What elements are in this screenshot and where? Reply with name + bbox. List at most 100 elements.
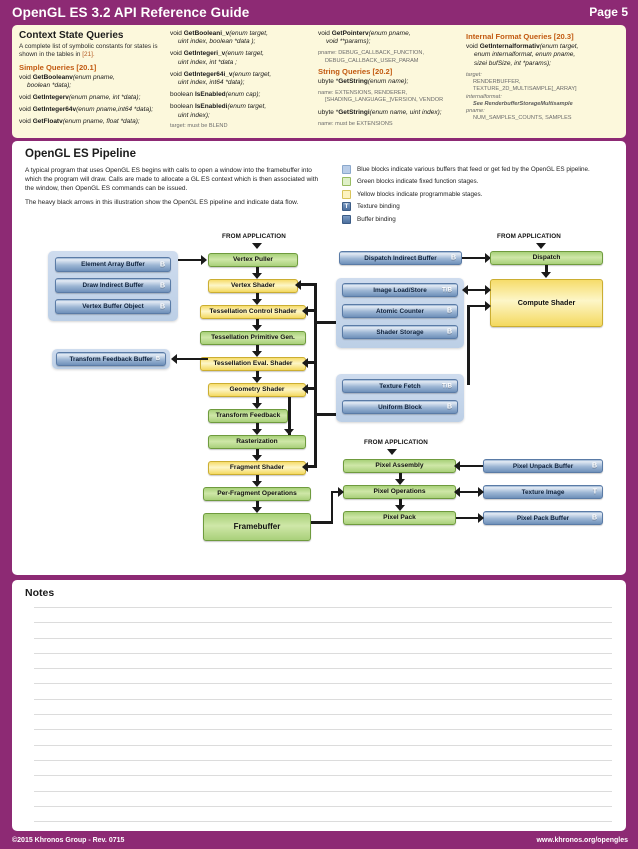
notes-line [34, 683, 612, 685]
stage-per-fragment-operations: Per-Fragment Operations [203, 487, 311, 501]
flow-arrow [398, 473, 402, 481]
arrow-head [252, 351, 262, 357]
fn-getbooleanv: void GetBooleanv(enum pname,boolean *dat… [19, 74, 158, 91]
connector [330, 490, 341, 493]
connector [311, 521, 333, 524]
connector [314, 413, 350, 416]
note-internal-value: See RenderbufferStorageMultisample [473, 100, 573, 107]
note-label: pname: DEBUG_CALLBACK_FUNCTION, [318, 50, 425, 57]
fn-args: (enum name); [367, 78, 409, 86]
buffer-texture-fetch: Texture Fetch T/B [342, 379, 458, 393]
fn-name: IsEnabled [194, 91, 226, 99]
note-label: name: EXTENSIONS, RENDERER, [318, 90, 408, 97]
notes-lines-area[interactable] [34, 607, 612, 831]
buffer-atomic-counter: Atomic Counter B [342, 304, 458, 318]
flow-arrow [255, 423, 259, 431]
string-queries-label: String Queries [318, 67, 371, 77]
fn-name: GetIntegerv [32, 94, 69, 102]
arrow-head [454, 487, 460, 497]
fn-getintegerv: void GetIntegerv(enum pname, int *data); [19, 94, 158, 102]
isenabledi-note: target: must be BLEND [170, 123, 228, 130]
note-pname-label: pname: [466, 108, 485, 115]
buffer-binding-tag: B [591, 462, 597, 470]
buffer-label: Dispatch Indirect Buffer [364, 254, 437, 262]
fn-name: GetInteger64i_v [183, 70, 233, 78]
reference-panel: Context State Queries A complete list of… [12, 25, 626, 138]
fn-args: (enum pname, int *data); [68, 94, 141, 102]
fn-args: (enum cap); [225, 91, 261, 99]
stage-geometry-shader: Geometry Shader [208, 383, 306, 397]
buffer-label: Vertex Buffer Object [82, 303, 144, 310]
fn-args-cont: uint index, int64 *data); [178, 79, 245, 87]
stage-tessellation-primitive-gen: Tessellation Primitive Gen. [200, 331, 306, 345]
arrow-head [485, 301, 491, 311]
fn-name: GetInternalformativ [479, 43, 540, 50]
fn-getstring: ubyte *GetString(enum name); [318, 78, 454, 86]
buffer-element-array: Element Array Buffer B [55, 257, 171, 272]
arrow-head [462, 285, 468, 295]
arrow-head [485, 285, 491, 295]
flow-arrow [255, 293, 259, 301]
fn-getinteger64v: void GetInteger64v(enum pname,int64 *dat… [19, 106, 158, 114]
notes-line [34, 698, 612, 700]
notes-line [34, 607, 612, 608]
arrow-head [478, 487, 484, 497]
legend-item-yellow: Yellow blocks indicate programmable stag… [342, 188, 590, 201]
connector [288, 397, 291, 435]
fn-args: (enum pname,int64 *data); [76, 106, 154, 114]
fn-return: void [170, 50, 184, 58]
fn-return: void [170, 70, 184, 78]
pipeline-title: OpenGL ES Pipeline [25, 148, 136, 160]
fn-args: (enum pname, float *data); [62, 118, 140, 126]
buffer-binding-tag: B [446, 307, 452, 315]
fn-args-cont: void **params); [326, 38, 371, 46]
buffer-pixel-unpack: Pixel Unpack Buffer B [483, 459, 603, 473]
connector [467, 304, 487, 307]
note-cont: [SHADING_LANGUAGE_]VERSION, VENDOR [325, 97, 444, 104]
connector [456, 516, 483, 519]
context-state-queries-title: Context State Queries [19, 30, 124, 41]
arrow-head [284, 429, 294, 435]
fn-args: (enum target, [225, 50, 264, 58]
khronos-url[interactable]: www.khronos.org/opengles [536, 836, 628, 844]
fn-name: GetBooleanv [32, 73, 73, 81]
arrow-head [485, 253, 491, 263]
simple-queries-label: Simple Queries [19, 62, 75, 72]
internal-format-num: [20.3] [553, 32, 574, 41]
pipeline-diagram: Element Array Buffer B Draw Indirect Buf… [12, 231, 626, 575]
legend-label: Texture binding [357, 203, 400, 211]
context-state-queries-desc: A complete list of symbolic constants fo… [19, 43, 158, 60]
fn-name: GetBooleani_v [183, 30, 230, 37]
arrow-head [252, 403, 262, 409]
buffer-label: Atomic Counter [376, 307, 424, 315]
fn-args-cont: boolean *data); [27, 82, 72, 90]
pipeline-legend: Blue blocks indicate various buffers tha… [342, 163, 590, 226]
buffer-dispatch-indirect: Dispatch Indirect Buffer B [339, 251, 462, 265]
arrow-head [252, 325, 262, 331]
from-application-label-compute: FROM APPLICATION [497, 233, 561, 240]
buffer-image-load-store: Image Load/Store T/B [342, 283, 458, 297]
fn-args-cont: uint index, int *data ; [178, 58, 237, 66]
flow-arrow [255, 371, 259, 379]
connector [330, 491, 333, 523]
fn-return: boolean [170, 103, 195, 111]
notes-line [34, 729, 612, 731]
page-header: OpenGL ES 3.2 API Reference Guide Page 5 [0, 0, 638, 24]
buffer-binding-tag: T/B [442, 286, 452, 294]
stage-pixel-pack: Pixel Pack [343, 511, 456, 525]
buffer-label: Uniform Block [378, 403, 422, 411]
fn-getpointerv: void GetPointerv(enum pname,void **param… [318, 30, 454, 47]
note-target-v2: TEXTURE_2D_MULTISAMPLE[_ARRAY] [473, 86, 577, 93]
string-queries-num: [20.2] [372, 67, 393, 77]
flow-arrow [255, 319, 259, 327]
note-target-v1: RENDERBUFFER, [473, 79, 521, 86]
connector [462, 256, 487, 259]
legend-label: Yellow blocks indicate programmable stag… [357, 190, 483, 198]
texture-binding-icon: T [342, 202, 351, 212]
buffer-draw-indirect: Draw Indirect Buffer B [55, 278, 171, 293]
arrow-head [252, 481, 262, 487]
fn-args-cont2: sizei bufSize, int *params); [474, 59, 551, 67]
connector [460, 490, 483, 493]
fn-args-cont: uint index); [178, 111, 210, 119]
stage-framebuffer: Framebuffer [203, 513, 311, 541]
